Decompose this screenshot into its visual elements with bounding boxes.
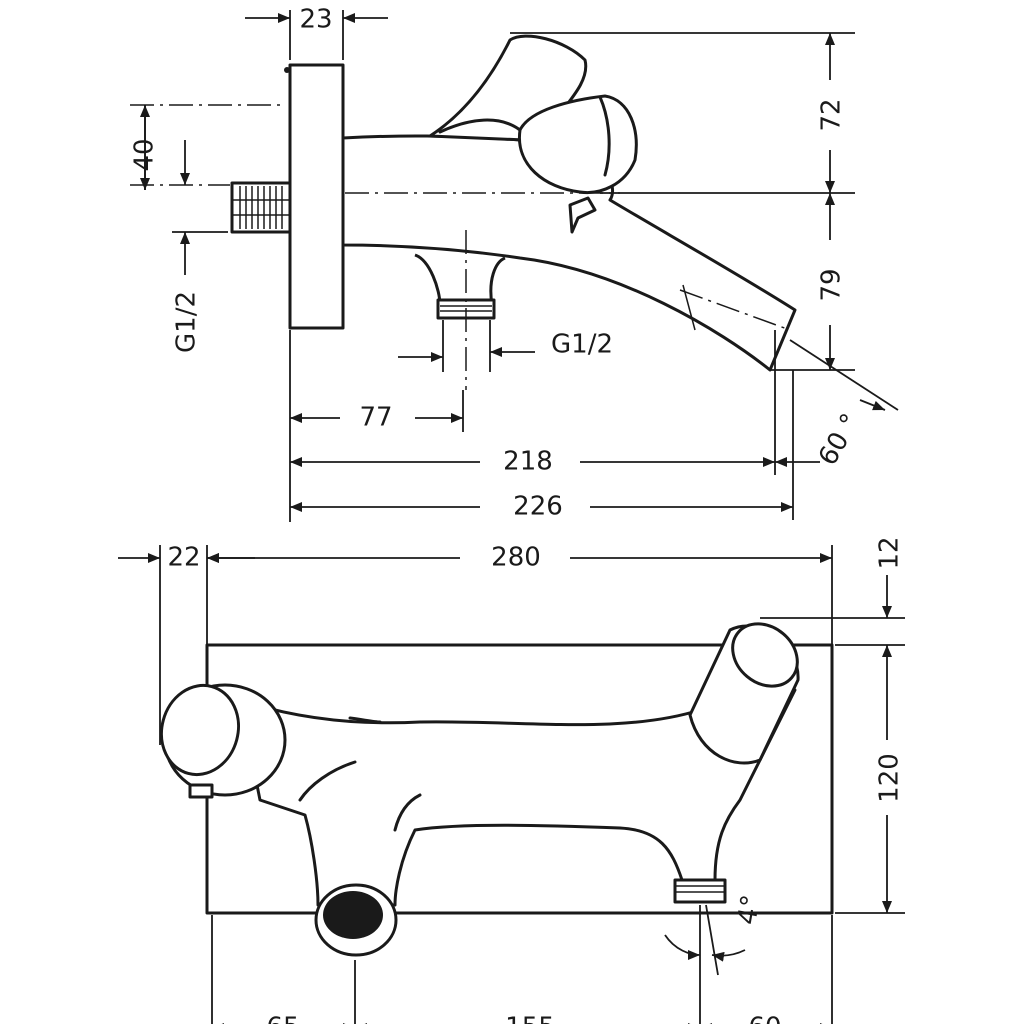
label-155: 155: [505, 1013, 555, 1024]
label-77: 77: [359, 403, 392, 433]
label-65: 65: [266, 1013, 299, 1024]
dim-horizontal-top: 77 218 226: [289, 330, 820, 522]
mixer-body-side: [341, 34, 797, 372]
label-12: 12: [875, 536, 905, 569]
label-218: 218: [503, 447, 553, 477]
dim-plate-thickness: 23: [245, 5, 388, 60]
label-22: 22: [167, 543, 200, 573]
dim-horizontal-bottom: 65 155 60: [211, 915, 833, 1024]
mixer-body-front: [159, 622, 800, 957]
threaded-inlet: [230, 181, 292, 234]
top-view: 23 72 79 40 G1/2: [130, 5, 899, 522]
dim-heights: 72 79: [510, 32, 855, 371]
dim-outlet-thread: G1/2: [398, 320, 613, 372]
label-4-deg: 4°: [732, 893, 767, 927]
label-79: 79: [817, 268, 847, 301]
dim-tilt-angle: 4°: [664, 893, 767, 976]
dim-overall-width: 22 280: [118, 543, 833, 745]
front-view: 22 280 12 120 4° 65 1: [118, 536, 905, 1024]
dim-offset-40: 40: [130, 105, 190, 190]
wall-plate: [288, 63, 345, 330]
label-60-deg: 60 °: [813, 409, 866, 471]
label-23: 23: [299, 5, 332, 35]
label-226: 226: [513, 492, 563, 522]
dim-inlet-thread: G1/2: [172, 231, 228, 353]
label-72: 72: [817, 98, 847, 131]
dim-spout-angle: 60 °: [789, 339, 899, 471]
label-120: 120: [875, 753, 905, 803]
dim-heights-front: 12 120: [760, 536, 905, 914]
label-280: 280: [491, 543, 541, 573]
label-40: 40: [130, 138, 160, 171]
label-g12-inlet: G1/2: [172, 291, 202, 353]
label-g12-outlet: G1/2: [551, 330, 613, 360]
label-60: 60: [748, 1013, 781, 1024]
